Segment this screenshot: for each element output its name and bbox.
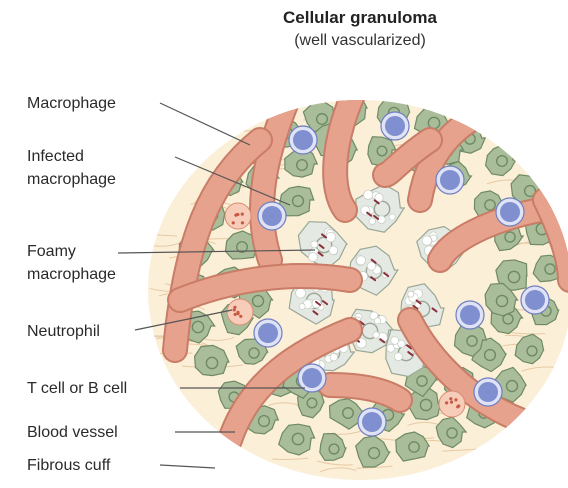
lymphocyte-cell	[474, 378, 502, 406]
lymphocyte-nucleus	[440, 170, 460, 190]
lymphocyte-nucleus	[500, 202, 520, 222]
neutrophil-granule	[236, 311, 239, 314]
label-infected-line2: macrophage	[27, 171, 116, 188]
lipid-droplet	[364, 190, 373, 199]
label-fibrous-cuff: Fibrous cuff	[27, 454, 110, 477]
lymphocyte-cell	[258, 202, 286, 230]
neutrophil-cell	[225, 203, 251, 229]
neutrophil-granule	[234, 313, 237, 316]
lymphocyte-cell	[358, 408, 386, 436]
lymphocyte-nucleus	[525, 290, 545, 310]
neutrophil-cell	[439, 391, 465, 417]
lipid-droplet	[391, 336, 399, 344]
lipid-droplet	[422, 236, 431, 245]
neutrophil-granule	[454, 398, 457, 401]
lymphocyte-nucleus	[460, 305, 480, 325]
label-blood-vessel: Blood vessel	[27, 421, 118, 444]
neutrophil-granule	[241, 213, 244, 216]
lymphocyte-nucleus	[385, 116, 405, 136]
neutrophil-body	[227, 299, 253, 325]
macrophage-cell	[195, 345, 229, 375]
label-neutrophil: Neutrophil	[27, 320, 100, 343]
diagram-subtitle: (well vascularized)	[230, 32, 490, 50]
label-macrophage: Macrophage	[27, 92, 116, 115]
label-foamy-line1: Foamy	[27, 243, 76, 260]
lymphocyte-nucleus	[262, 206, 282, 226]
neutrophil-granule	[457, 404, 460, 407]
lipid-droplet	[326, 232, 336, 242]
macrophage-cell-body	[195, 345, 229, 375]
label-t-cell-b-cell: T cell or B cell	[27, 377, 127, 400]
lipid-droplet	[356, 256, 365, 265]
lipid-droplet	[330, 354, 337, 361]
label-foamy-line2: macrophage	[27, 266, 116, 283]
lymphocyte-nucleus	[293, 130, 313, 150]
lipid-droplet	[389, 214, 395, 220]
lymphocyte-cell	[254, 319, 282, 347]
lymphocyte-cell	[496, 198, 524, 226]
lipid-droplet	[308, 252, 317, 261]
diagram-title: Cellular granuloma	[230, 8, 490, 28]
lymphocyte-nucleus	[362, 412, 382, 432]
lipid-droplet	[299, 303, 305, 309]
lymphocyte-nucleus	[258, 323, 278, 343]
neutrophil-granule	[236, 213, 239, 216]
lipid-droplet	[311, 241, 318, 248]
lipid-droplet	[329, 246, 338, 255]
lymphocyte-cell	[436, 166, 464, 194]
lipid-droplet	[296, 288, 306, 298]
neutrophil-cell	[227, 299, 253, 325]
neutrophil-granule	[445, 401, 448, 404]
neutrophil-granule	[241, 221, 244, 224]
lipid-droplet	[374, 318, 380, 324]
lipid-droplet	[367, 262, 375, 270]
leader-line	[160, 465, 215, 468]
lymphocyte-cell	[456, 301, 484, 329]
lipid-droplet	[408, 291, 414, 297]
label-infected-line1: Infected	[27, 148, 84, 165]
lipid-droplet	[369, 218, 376, 225]
neutrophil-body	[439, 391, 465, 417]
lymphocyte-cell	[521, 286, 549, 314]
lipid-droplet	[394, 353, 402, 361]
lymphocyte-nucleus	[302, 368, 322, 388]
neutrophil-granule	[232, 221, 235, 224]
lipid-droplet	[373, 332, 379, 338]
label-infected-macrophage: Infected macrophage	[27, 145, 116, 191]
lymphocyte-cell	[381, 112, 409, 140]
lymphocyte-cell	[289, 126, 317, 154]
lymphocyte-nucleus	[478, 382, 498, 402]
leader-line	[160, 103, 250, 145]
neutrophil-granule	[449, 397, 452, 400]
neutrophil-granule	[450, 401, 453, 404]
label-foamy-macrophage: Foamy macrophage	[27, 240, 116, 286]
neutrophil-granule	[239, 315, 242, 318]
neutrophil-granule	[233, 306, 236, 309]
